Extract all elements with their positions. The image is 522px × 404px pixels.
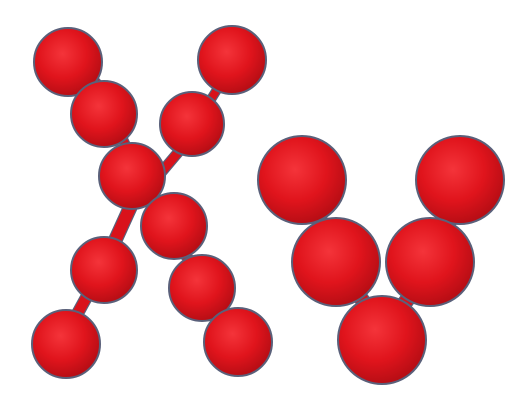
bead-x-bottom-right — [203, 307, 273, 377]
bead-x-upper-left — [70, 80, 138, 148]
bead-y-top-left — [257, 135, 347, 225]
bead-x-upper-right — [159, 91, 225, 157]
bead-y-middle-right — [385, 217, 475, 307]
bead-x-lower-center — [140, 192, 208, 260]
bead-x-lower-left — [70, 236, 138, 304]
bead-x-lower-right — [168, 254, 236, 322]
bead-x-top-left — [33, 27, 103, 97]
bead-x-bottom-left — [31, 309, 101, 379]
x-chain-beads — [31, 25, 273, 379]
y-chain-beads — [257, 135, 505, 385]
bead-y-top-right — [415, 135, 505, 225]
y-shaped-bead-chain — [257, 135, 505, 385]
bead-y-middle-left — [291, 217, 381, 307]
x-shaped-bead-chain — [31, 25, 273, 379]
bead-y-bottom — [337, 295, 427, 385]
bead-x-top-right — [197, 25, 267, 95]
bead-x-center — [98, 142, 166, 210]
